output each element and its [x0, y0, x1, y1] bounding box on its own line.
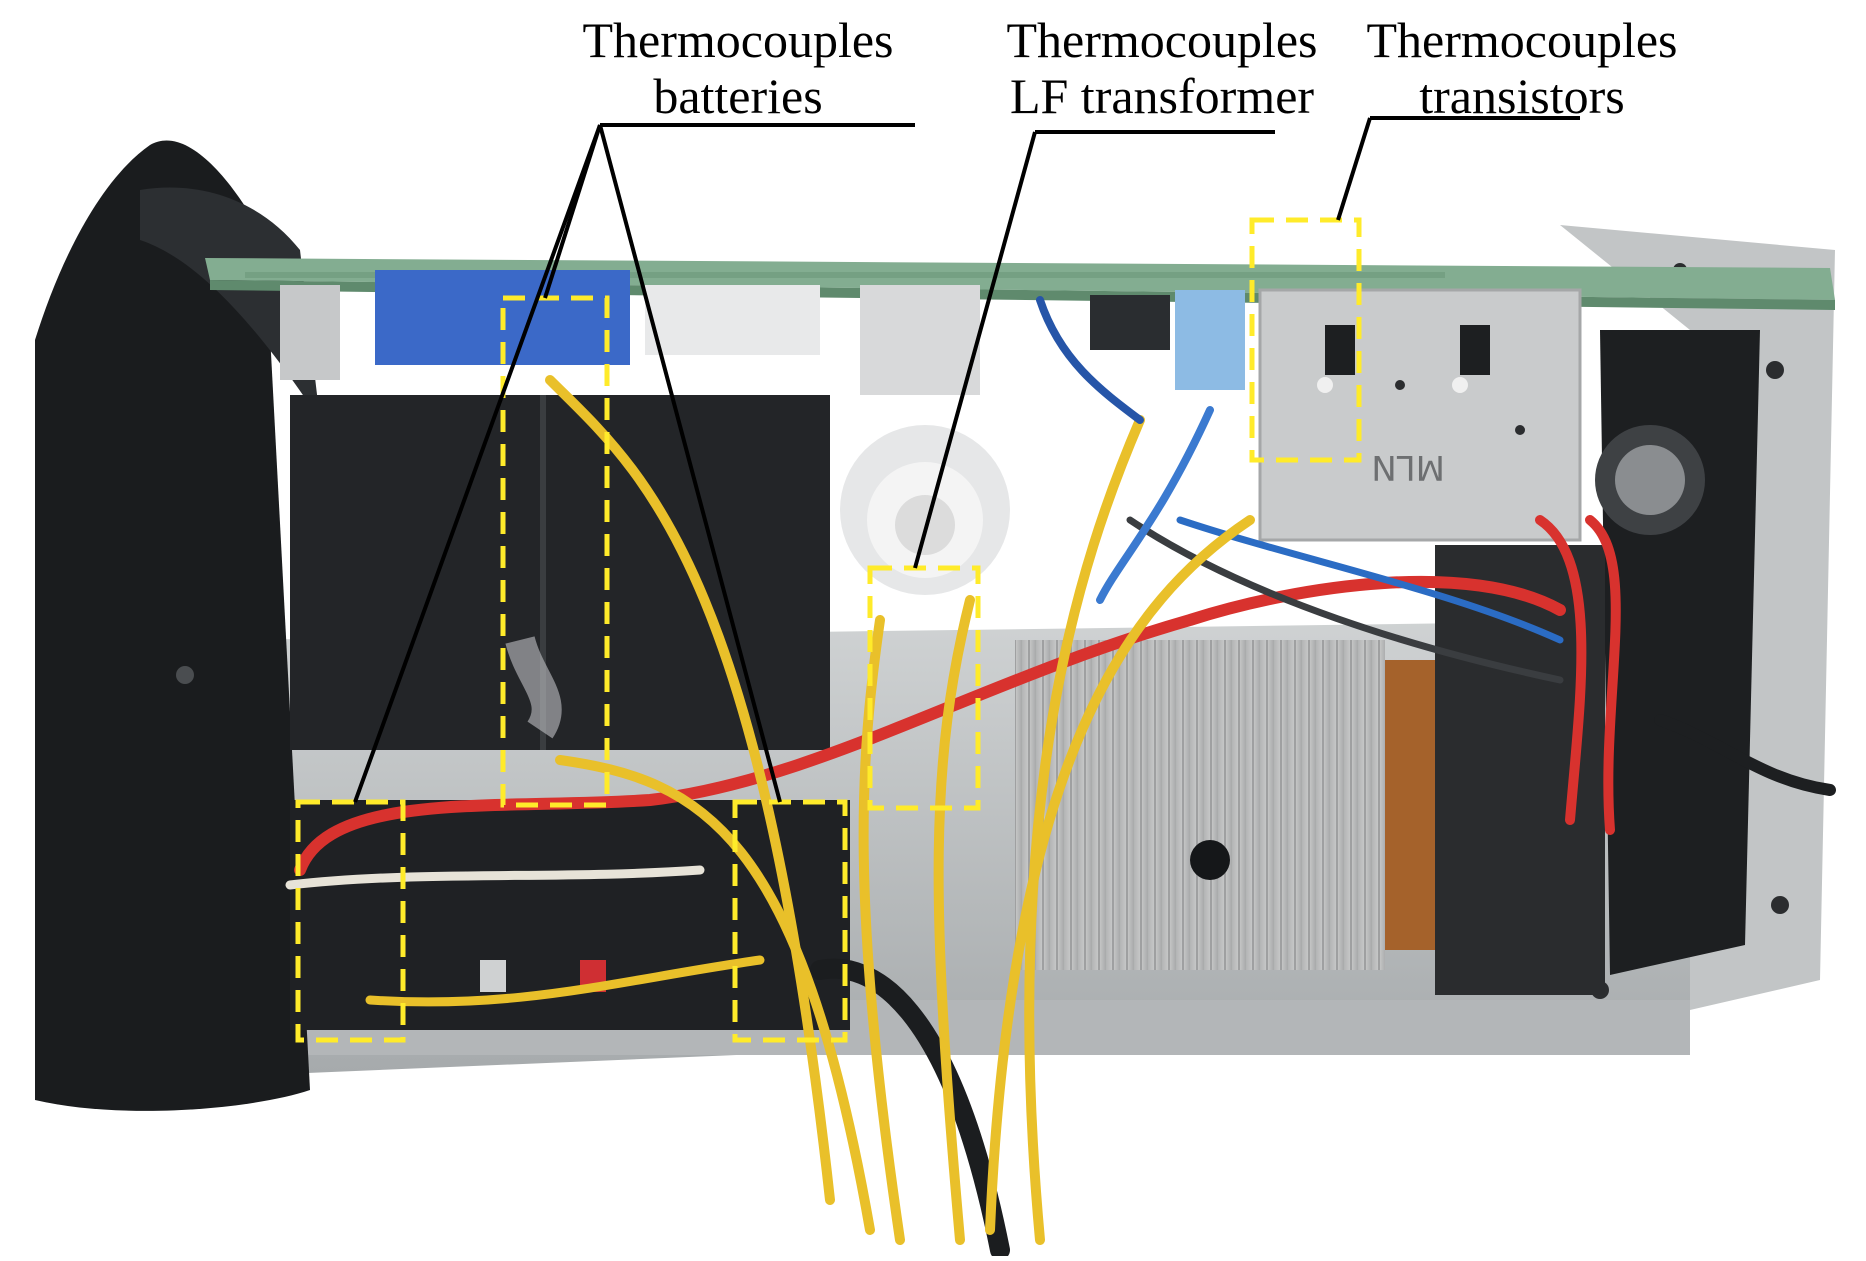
board-components: MLN [280, 270, 1582, 542]
label-transistors-line2: transistors [1419, 68, 1625, 124]
highlight-boxes [295, 217, 1362, 1043]
highlight-box-battery-2 [500, 295, 610, 808]
label-thermocouples-lf-transformer: Thermocouples LF transformer [972, 12, 1352, 124]
leader-lines [353, 116, 1580, 803]
fan [1595, 425, 1705, 535]
heatsink-marking: MLN [1371, 447, 1445, 487]
toroid-inductor [840, 425, 1010, 595]
batteries [290, 395, 850, 1030]
wires [285, 296, 1836, 1260]
highlight-box-transistors [1249, 217, 1362, 463]
label-batteries-line2: batteries [653, 68, 823, 124]
lf-transformer [1015, 545, 1605, 995]
highlight-box-battery-3 [732, 799, 848, 1043]
highlight-box-battery-1 [295, 799, 406, 1043]
label-thermocouples-transistors: Thermocouples transistors [1332, 12, 1712, 124]
label-lf-line2: LF transformer [1009, 68, 1315, 124]
label-thermocouples-batteries: Thermocouples batteries [548, 12, 928, 124]
label-batteries-line1: Thermocouples [582, 12, 894, 68]
label-transistors-line1: Thermocouples [1366, 12, 1678, 68]
front-bezel [35, 140, 320, 1111]
label-lf-line1: Thermocouples [1006, 12, 1318, 68]
highlight-box-transformer [867, 565, 981, 811]
